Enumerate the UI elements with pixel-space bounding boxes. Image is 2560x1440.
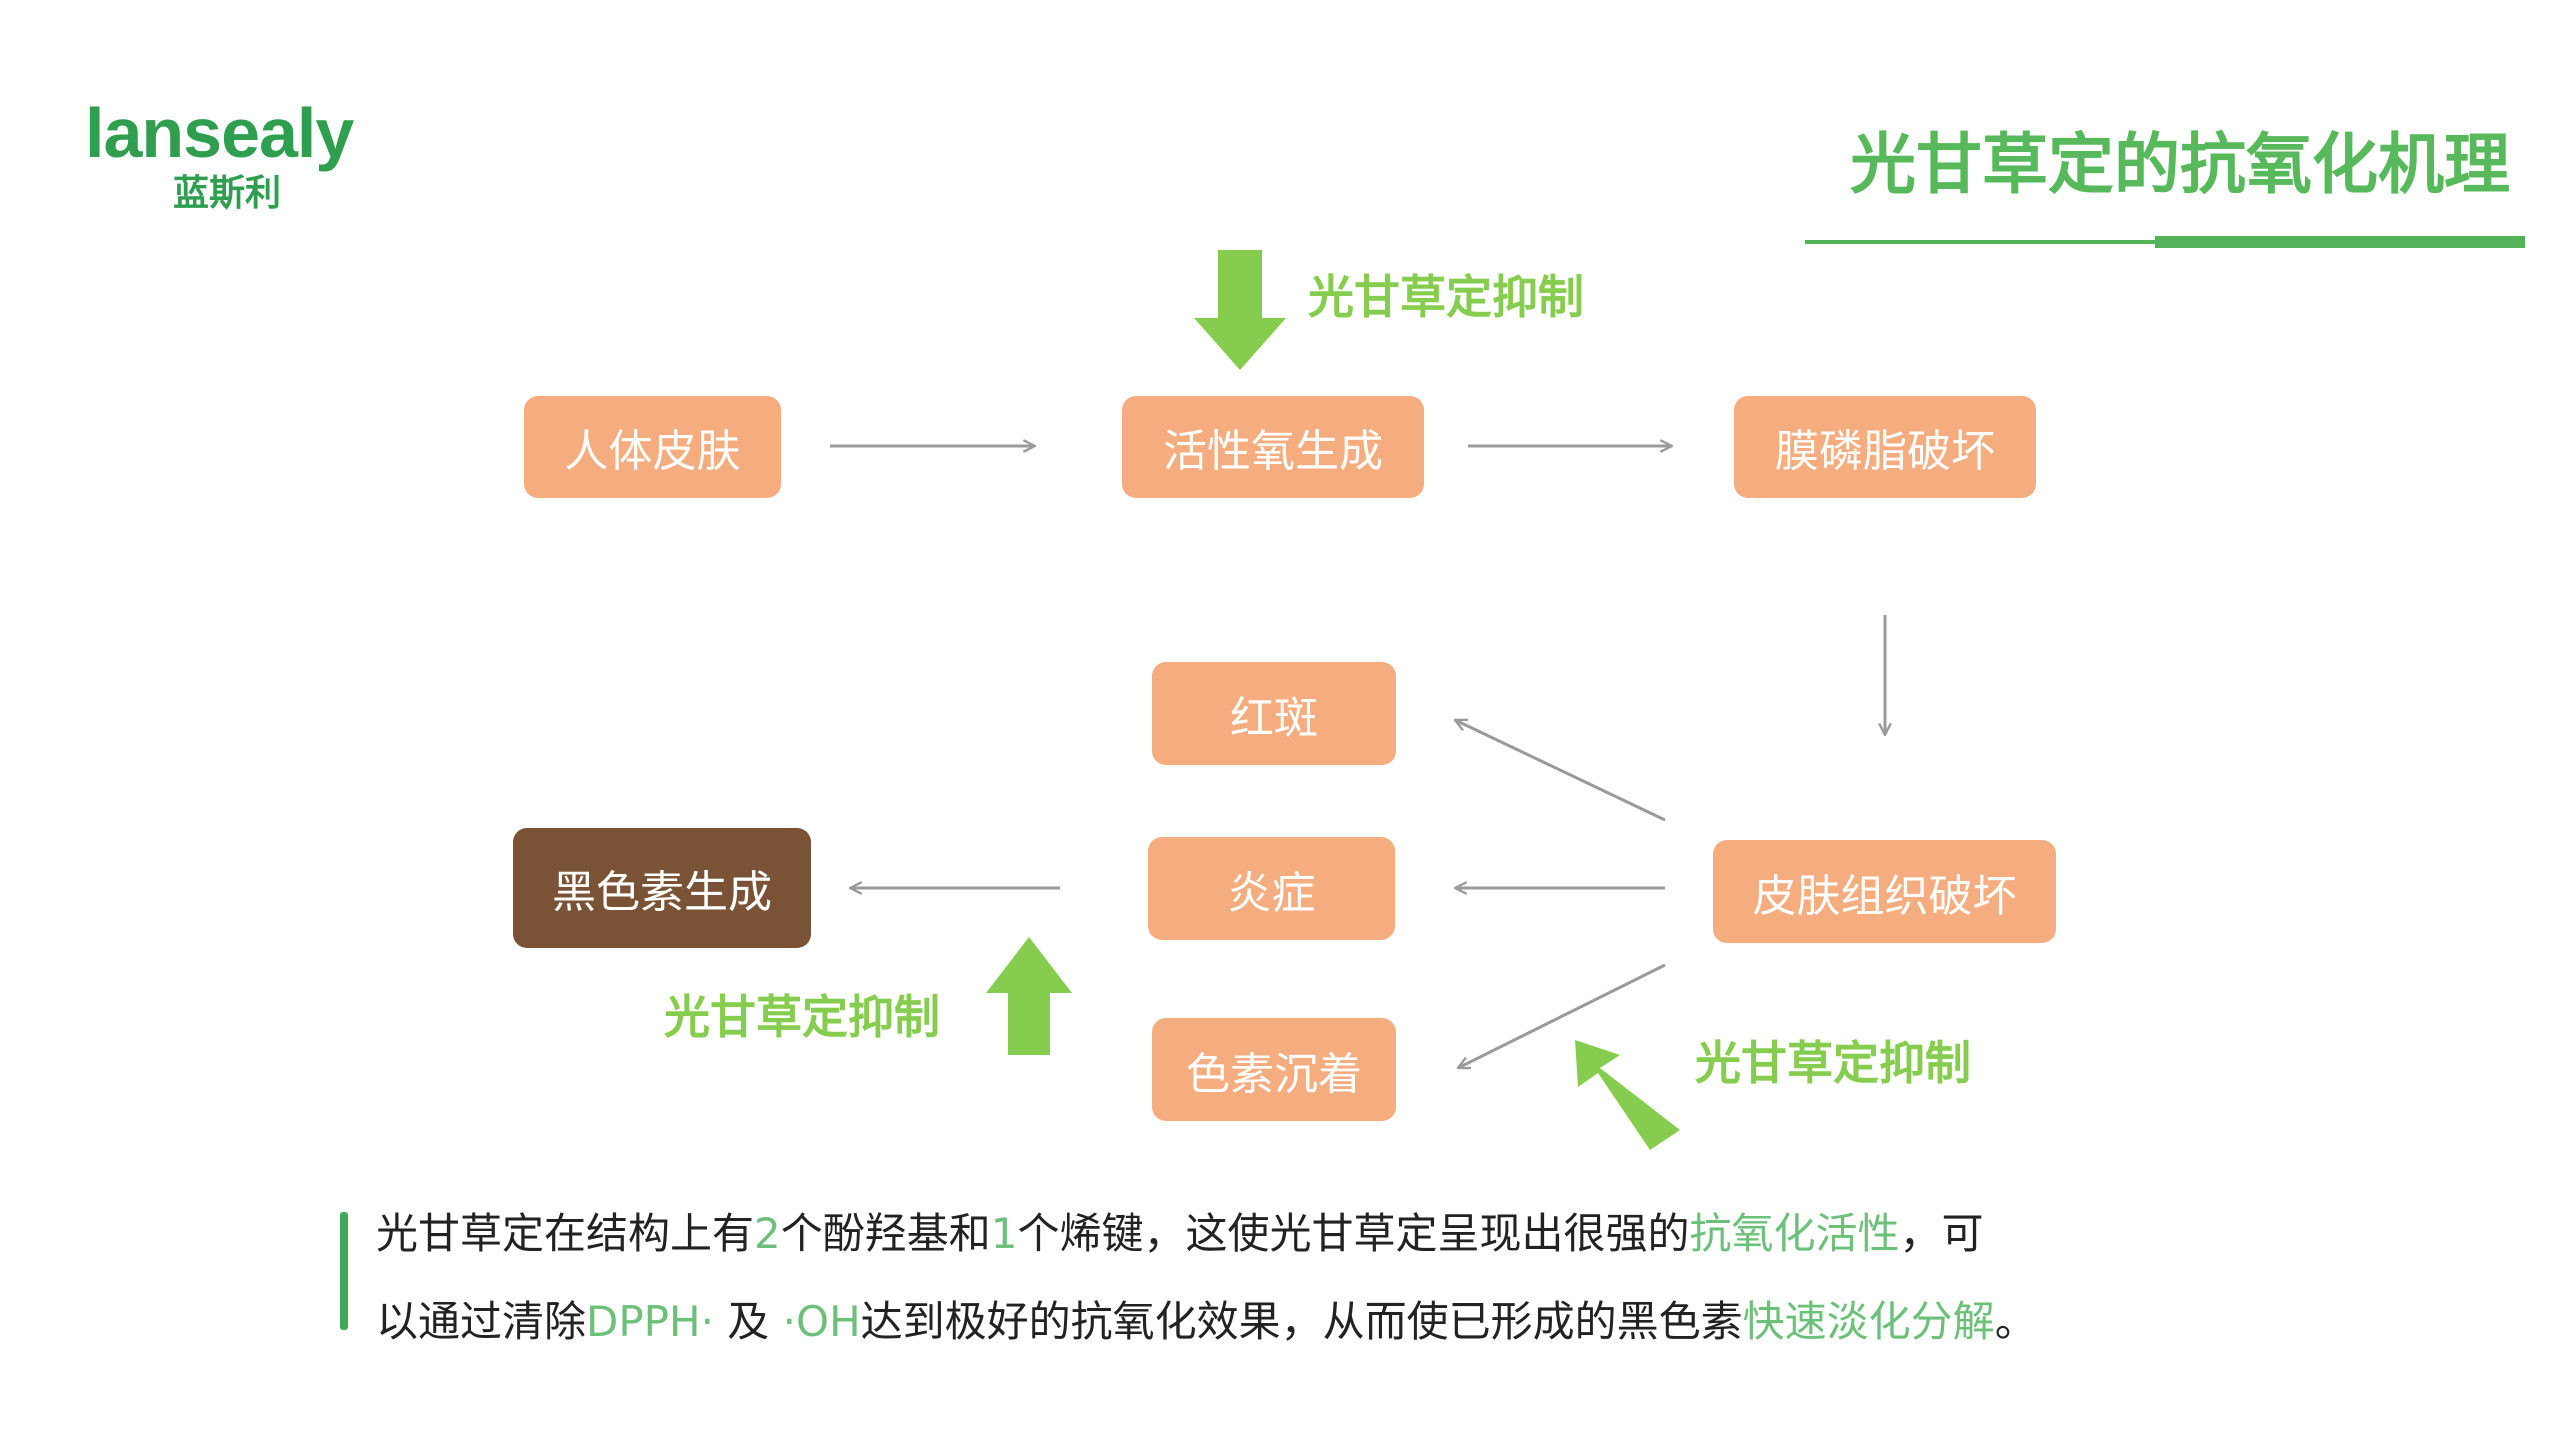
- highlight-number: 1: [990, 1209, 1018, 1258]
- inhibit-arrow-right-icon: [1575, 1040, 1680, 1150]
- brand-logo: lansealy 蓝斯利: [85, 98, 385, 228]
- title-underline-thin: [1805, 240, 2155, 244]
- node-skin: 人体皮肤: [524, 396, 781, 498]
- paragraph-accent-bar: [340, 1212, 348, 1330]
- logo-subtitle: 蓝斯利: [173, 173, 282, 214]
- highlight-number: 2: [754, 1209, 781, 1258]
- paragraph-line-1: 光甘草定在结构上有2个酚羟基和1个烯键，这使光甘草定呈现出很强的抗氧化活性，可: [376, 1190, 2336, 1278]
- title-underline-thick: [2155, 236, 2525, 248]
- node-reactive-oxygen: 活性氧生成: [1122, 396, 1424, 498]
- highlight-text: DPPH·: [586, 1297, 714, 1346]
- arrow-tissue-to-pigmentation: [1458, 963, 1666, 1070]
- inhibit-label-right: 光甘草定抑制: [1695, 1036, 1971, 1090]
- text-segment: 以通过清除: [376, 1297, 587, 1346]
- text-segment: 个酚羟基和: [780, 1209, 991, 1258]
- node-inflammation: 炎症: [1148, 837, 1395, 940]
- text-segment: 。: [1994, 1297, 2037, 1346]
- node-melanin: 黑色素生成: [513, 828, 811, 948]
- text-segment: 及: [713, 1297, 783, 1346]
- text-segment: 光甘草定在结构上有: [376, 1209, 755, 1258]
- description-paragraph: 光甘草定在结构上有2个酚羟基和1个烯键，这使光甘草定呈现出很强的抗氧化活性，可 …: [376, 1190, 2336, 1366]
- node-membrane-damage: 膜磷脂破坏: [1734, 396, 2036, 498]
- highlight-text: 快速淡化分解: [1742, 1297, 1995, 1346]
- text-segment: 达到极好的抗氧化效果，从而使已形成的黑色素: [860, 1297, 1743, 1346]
- inhibit-arrow-left-icon: [986, 937, 1072, 1055]
- highlight-text: ·OH: [782, 1297, 861, 1346]
- node-erythema: 红斑: [1152, 662, 1396, 765]
- text-segment: 个烯键，这使光甘草定呈现出很强的: [1017, 1209, 1690, 1258]
- paragraph-line-2: 以通过清除DPPH· 及 ·OH达到极好的抗氧化效果，从而使已形成的黑色素快速淡…: [376, 1278, 2336, 1366]
- node-tissue-damage: 皮肤组织破坏: [1713, 840, 2056, 943]
- highlight-text: 抗氧化活性: [1689, 1209, 1900, 1258]
- node-pigmentation: 色素沉着: [1152, 1018, 1396, 1121]
- logo-wordmark: lansealy: [85, 94, 354, 172]
- inhibit-label-left: 光甘草定抑制: [664, 990, 940, 1044]
- inhibit-label-top: 光甘草定抑制: [1308, 270, 1584, 324]
- inhibit-arrow-top-icon: [1194, 250, 1286, 370]
- arrow-tissue-to-erythema: [1455, 720, 1666, 822]
- page-title: 光甘草定的抗氧化机理: [1850, 126, 2510, 203]
- text-segment: ，可: [1899, 1209, 1984, 1258]
